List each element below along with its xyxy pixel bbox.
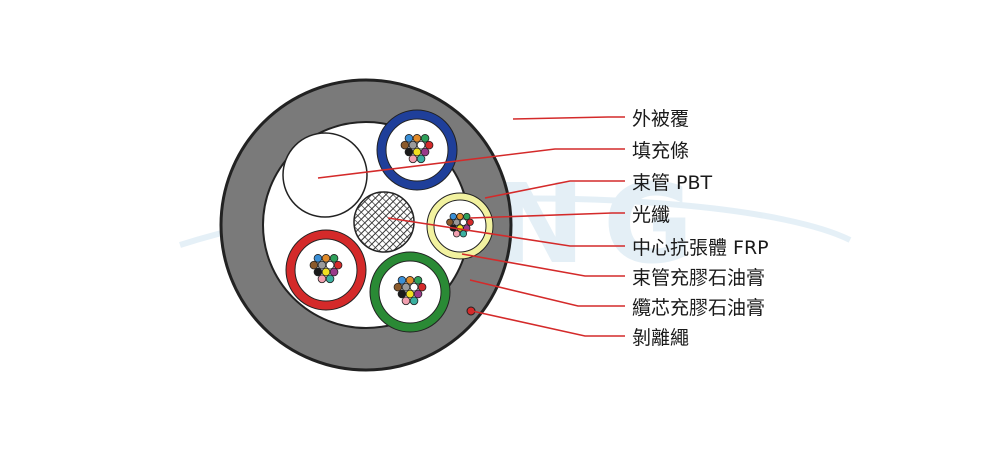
optical-fiber <box>416 154 426 164</box>
optical-fiber <box>408 140 418 150</box>
optical-fiber <box>417 282 427 292</box>
optical-fiber <box>409 282 419 292</box>
optical-fiber <box>401 282 411 292</box>
optical-fiber <box>463 212 471 221</box>
optical-fiber <box>452 218 461 226</box>
optical-fiber <box>405 289 415 299</box>
optical-fiber <box>412 147 422 157</box>
optical-fiber <box>325 274 335 284</box>
optical-fiber <box>309 260 319 270</box>
label-tube-filling-gel: 束管充膠石油膏 <box>632 266 765 289</box>
optical-fiber <box>405 276 415 285</box>
label-core-filling-gel: 纜芯充膠石油膏 <box>632 296 765 319</box>
optical-fiber <box>397 276 407 285</box>
optical-fiber <box>466 218 474 226</box>
optical-fiber <box>313 254 323 263</box>
optical-fiber <box>420 134 430 143</box>
optical-fiber <box>397 289 407 299</box>
optical-fiber <box>459 230 468 238</box>
optical-fiber <box>325 260 335 270</box>
optical-fiber <box>333 260 343 270</box>
label-outer-sheath: 外被覆 <box>632 108 689 130</box>
leader-lines <box>317 116 625 337</box>
optical-fiber <box>401 296 411 306</box>
optical-fiber <box>321 254 331 263</box>
optical-fiber <box>446 218 454 226</box>
leader-line-central-strength-member <box>387 217 625 247</box>
optical-fiber <box>317 274 327 284</box>
leader-line-tube-filling-gel <box>461 253 625 277</box>
optical-fiber <box>329 267 339 277</box>
optical-fiber <box>459 218 468 226</box>
optical-fiber <box>413 276 423 285</box>
optical-fiber <box>452 230 461 238</box>
optical-fiber <box>317 260 327 270</box>
optical-fiber <box>329 254 339 263</box>
label-optical-fiber: 光纖 <box>632 204 670 226</box>
optical-fiber <box>424 140 434 150</box>
optical-fiber <box>404 134 414 143</box>
optical-fiber <box>409 296 419 306</box>
leader-line-outer-sheath <box>512 116 625 120</box>
central-strength-member-crosshatch <box>354 192 414 252</box>
optical-fiber <box>412 134 422 143</box>
label-central-strength-member: 中心抗張體 FRP <box>632 237 769 259</box>
label-filler-rod: 填充條 <box>632 140 689 162</box>
leader-line-loose-tube <box>484 180 625 199</box>
filler-rod <box>282 132 368 218</box>
label-ripcord: 剝離繩 <box>632 327 689 349</box>
optical-fiber <box>400 140 410 150</box>
optical-fiber <box>456 212 464 221</box>
optical-fiber <box>416 140 426 150</box>
optical-fiber <box>321 267 331 277</box>
optical-fiber <box>420 147 430 157</box>
leader-line-filler-rod <box>317 148 625 179</box>
optical-fiber <box>393 282 403 292</box>
leader-line-optical-fiber <box>469 212 625 219</box>
optical-fiber <box>313 267 323 277</box>
leader-line-core-filling-gel <box>469 279 625 307</box>
optical-fiber <box>413 289 423 299</box>
label-loose-tube: 束管 PBT <box>632 172 713 194</box>
optical-fiber <box>404 147 414 157</box>
optical-fiber <box>408 154 418 164</box>
optical-fiber <box>449 212 457 221</box>
leader-line-ripcord <box>471 310 625 337</box>
